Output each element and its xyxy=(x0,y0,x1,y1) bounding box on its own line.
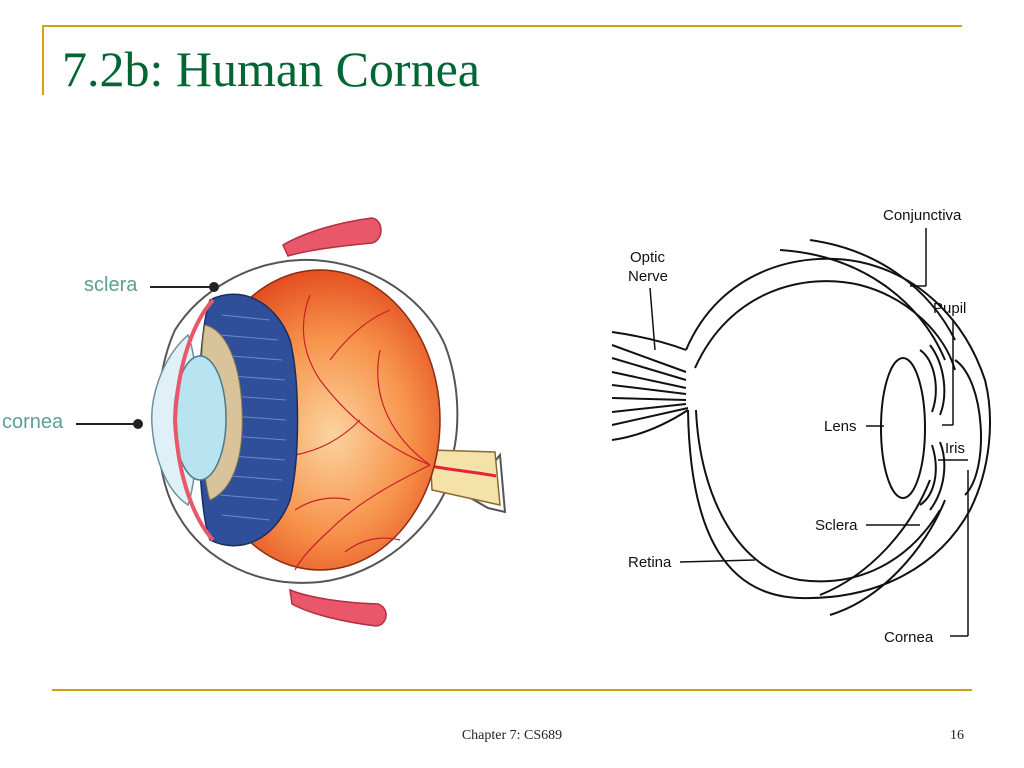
line-drawing-eye xyxy=(611,239,991,616)
dot-sclera-left xyxy=(209,282,219,292)
frame-top-rule xyxy=(42,25,962,27)
sclera-rim xyxy=(172,298,215,542)
footer-chapter: Chapter 7: CS689 xyxy=(461,728,563,743)
label-cornea-right: Cornea xyxy=(884,629,934,646)
label-lens: Lens xyxy=(824,418,857,435)
leader-retina xyxy=(679,559,756,563)
retinal-vessels xyxy=(294,294,431,571)
frame-left-rule xyxy=(42,25,44,95)
slide-title: 7.2b: Human Cornea xyxy=(62,41,480,97)
label-retina: Retina xyxy=(628,554,672,571)
dot-cornea-left xyxy=(133,419,143,429)
label-sclera-left: sclera xyxy=(84,274,138,296)
label-conjunctiva: Conjunctiva xyxy=(883,207,962,224)
label-optic-line2: Nerve xyxy=(628,268,668,285)
label-iris: Iris xyxy=(945,440,965,457)
label-optic-line1: Optic xyxy=(630,249,666,266)
lower-muscle xyxy=(289,588,387,627)
label-cornea-left: cornea xyxy=(2,411,64,433)
upper-muscle xyxy=(282,217,382,257)
page-number: 16 xyxy=(950,728,964,743)
label-pupil: Pupil xyxy=(933,300,966,317)
footer-rule xyxy=(52,689,972,691)
illustrated-eye xyxy=(151,217,507,627)
label-sclera-right: Sclera xyxy=(815,517,858,534)
leader-optic xyxy=(649,287,656,351)
